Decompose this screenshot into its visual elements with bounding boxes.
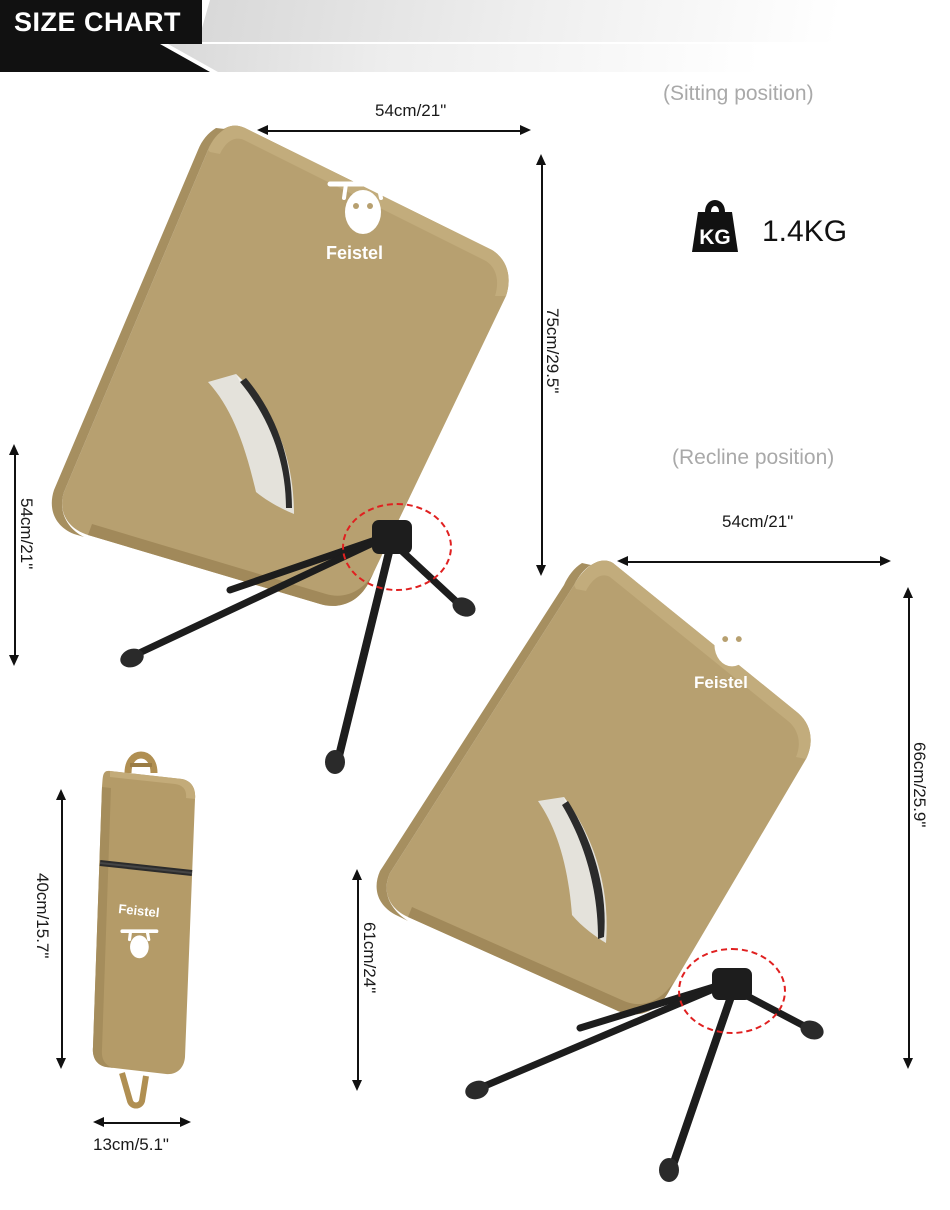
dim-recline-width-label: 54cm/21": [722, 512, 794, 531]
dim-sitting-width-label: 54cm/21": [375, 101, 447, 120]
arrowhead-up: [9, 444, 19, 455]
sitting-position-label: (Sitting position): [663, 82, 814, 105]
dim-recline-depth-label: 61cm/24": [360, 922, 379, 994]
weight-value: 1.4KG: [762, 215, 848, 248]
page-title: SIZE CHART: [14, 7, 181, 37]
arrowhead-down: [352, 1080, 362, 1091]
hub-highlight-circle-recline: [678, 948, 786, 1034]
dim-line-recline-height: [908, 598, 910, 1058]
arrowhead-left: [93, 1117, 104, 1127]
recline-position-label: (Recline position): [672, 446, 835, 469]
svg-text:KG: KG: [699, 226, 731, 249]
dim-line-sitting-height: [541, 165, 543, 565]
arrowhead-down: [536, 565, 546, 576]
dim-sitting-height-label: 75cm/29.5": [543, 308, 562, 394]
arrowhead-down: [903, 1058, 913, 1069]
dim-line-sitting-width: [268, 130, 520, 132]
arrowhead-left: [257, 125, 268, 135]
dim-line-recline-depth: [357, 880, 359, 1080]
header-gray-stripe: [168, 44, 950, 72]
arrowhead-right: [180, 1117, 191, 1127]
dim-bag-width-label: 13cm/5.1": [93, 1135, 169, 1154]
arrowhead-left: [617, 556, 628, 566]
dim-recline-height-label: 66cm/25.9": [910, 742, 929, 828]
dim-line-sitting-depth: [14, 455, 16, 655]
arrowhead-right: [520, 125, 531, 135]
hub-highlight-circle-sitting: [342, 503, 452, 591]
arrowhead-right: [880, 556, 891, 566]
header-gray-wedge: [198, 0, 950, 42]
dim-sitting-depth-label: 54cm/21": [17, 498, 36, 570]
arrowhead-down: [9, 655, 19, 666]
arrowhead-up: [536, 154, 546, 165]
arrowhead-down: [56, 1058, 66, 1069]
arrowhead-up: [903, 587, 913, 598]
arrowhead-up: [352, 869, 362, 880]
svg-text:Feistel: Feistel: [118, 901, 161, 920]
dim-line-bag-height: [61, 800, 63, 1058]
header-black-block: [0, 0, 202, 44]
brand-name-sitting: Feistel: [326, 243, 384, 263]
dim-line-recline-width: [628, 561, 880, 563]
dim-bag-height-label: 40cm/15.7": [33, 873, 52, 959]
header-band: SIZE CHART: [0, 0, 950, 72]
weight-kg-icon: KG: [680, 190, 750, 260]
brand-name-recline: Feistel: [694, 673, 748, 692]
dim-line-bag-width: [104, 1122, 180, 1124]
arrowhead-up: [56, 789, 66, 800]
